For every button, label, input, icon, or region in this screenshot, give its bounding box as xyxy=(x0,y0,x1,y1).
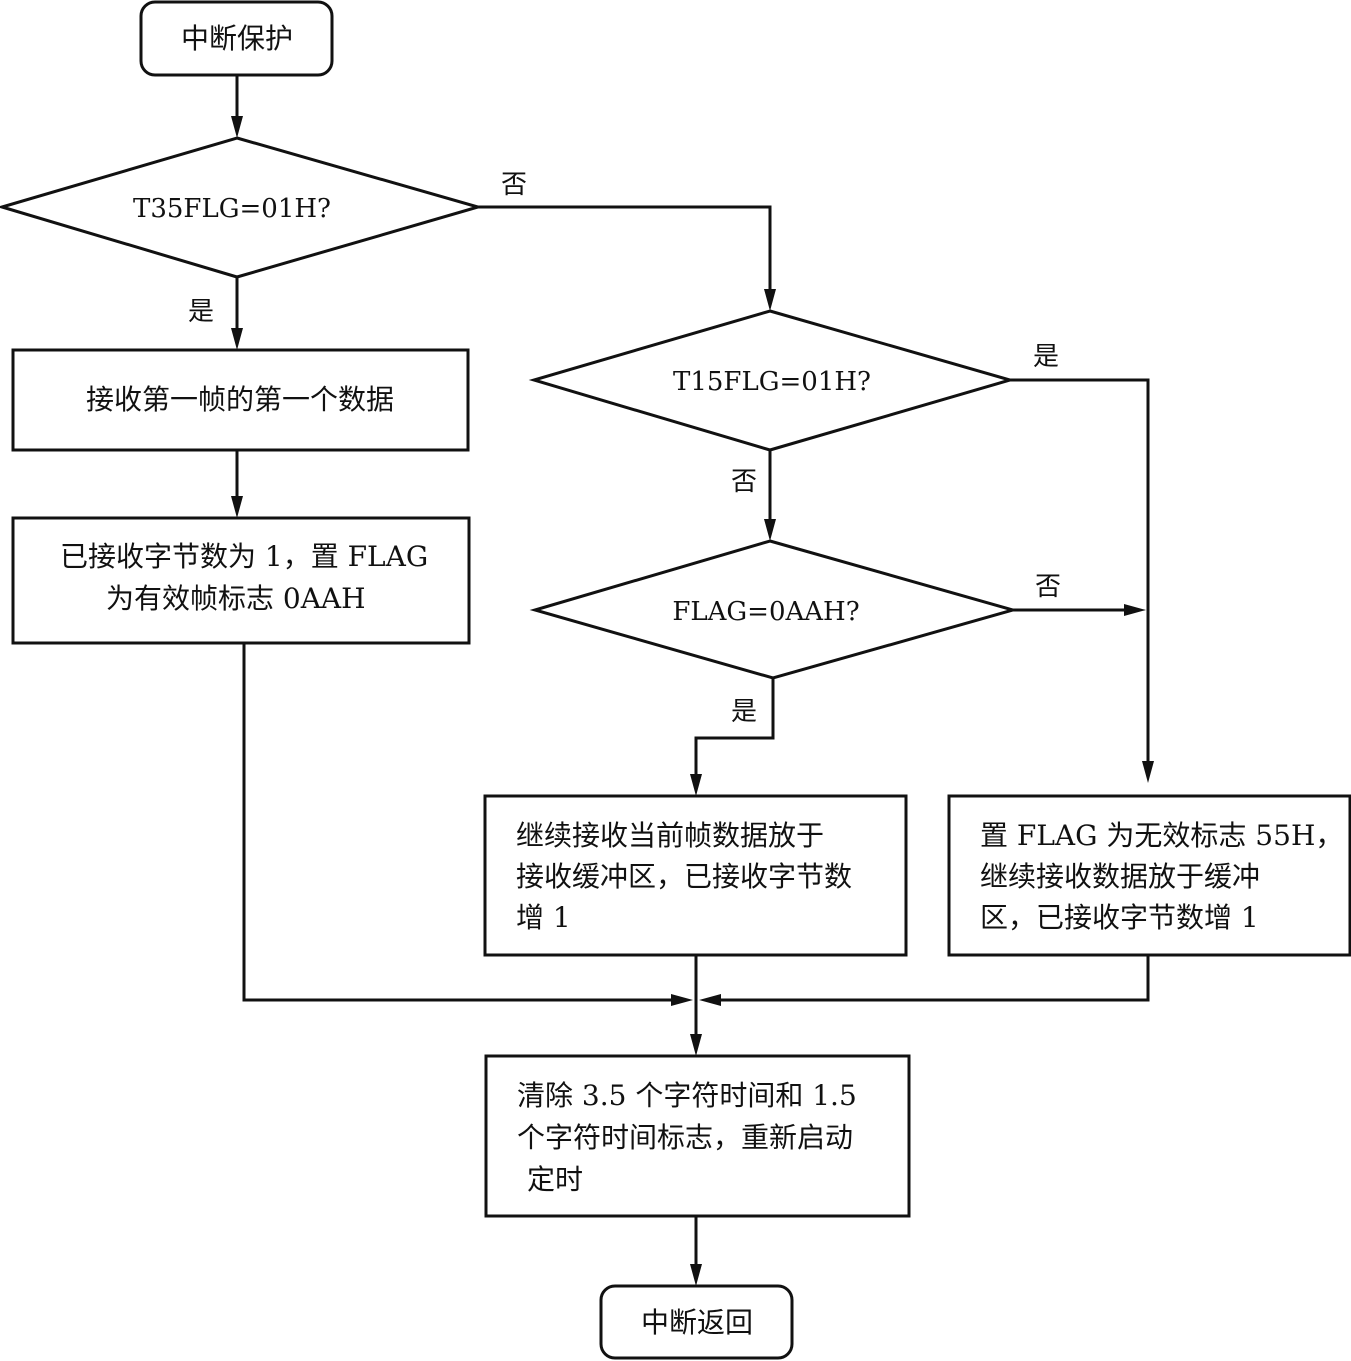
edge-label-t35-no: 否 xyxy=(501,170,527,200)
set-invalid-flag-text-line1: 置 FLAG 为无效标志 55H， xyxy=(980,819,1343,852)
edge-label-t35-yes: 是 xyxy=(188,297,214,327)
continue-receive-text-line3: 增 1 xyxy=(516,901,571,934)
set-invalid-flag-node: 置 FLAG 为无效标志 55H， 继续接收数据放于缓冲 区，已接收字节数增 1 xyxy=(947,794,1351,957)
edge-label-flag-yes: 是 xyxy=(731,697,757,727)
continue-receive-node: 继续接收当前帧数据放于 接收缓冲区，已接收字节数 增 1 xyxy=(483,794,908,957)
decision-t15flg-text: T15FLG=01H? xyxy=(673,367,871,397)
continue-receive-text-line1: 继续接收当前帧数据放于 xyxy=(516,819,824,852)
set-invalid-flag-text-line2: 继续接收数据放于缓冲 xyxy=(980,860,1260,893)
edge-label-flag-no: 否 xyxy=(1035,572,1061,602)
decision-t15flg: T15FLG=01H? xyxy=(528,309,1016,452)
edge-label-t15-no: 否 xyxy=(731,467,757,497)
receive-first-text: 接收第一帧的第一个数据 xyxy=(86,383,394,416)
set-invalid-flag-text-line3: 区，已接收字节数增 1 xyxy=(980,901,1259,934)
decision-t35flg: T35FLG=01H? xyxy=(0,136,484,279)
receive-first-node: 接收第一帧的第一个数据 xyxy=(11,348,470,452)
arrowhead xyxy=(231,328,243,350)
arrowhead xyxy=(690,1264,702,1286)
arrowhead xyxy=(690,774,702,796)
arrowhead xyxy=(1142,761,1154,783)
clear-restart-text-line1: 清除 3.5 个字符时间和 1.5 xyxy=(517,1079,857,1112)
decision-flag: FLAG=0AAH? xyxy=(529,539,1019,680)
decision-t35flg-text: T35FLG=01H? xyxy=(133,194,331,224)
connectors xyxy=(235,75,1150,1268)
arrowhead xyxy=(764,519,776,541)
set-valid-flag-text-line2: 为有效帧标志 0AAH xyxy=(106,582,366,615)
decision-flag-text: FLAG=0AAH? xyxy=(672,597,859,627)
set-valid-flag-text-line1: 已接收字节数为 1，置 FLAG xyxy=(60,540,428,573)
edge-label-t15-yes: 是 xyxy=(1033,342,1059,372)
arrowhead xyxy=(699,994,721,1006)
end-text: 中断返回 xyxy=(641,1306,753,1339)
start-node: 中断保护 xyxy=(139,0,334,77)
end-node: 中断返回 xyxy=(599,1284,794,1360)
arrowhead xyxy=(231,116,243,138)
arrowhead xyxy=(764,289,776,311)
continue-receive-text-line2: 接收缓冲区，已接收字节数 xyxy=(516,860,852,893)
edge-labels: 否 是 是 否 否 是 xyxy=(188,170,1061,727)
clear-restart-text-line3: 定时 xyxy=(527,1163,583,1196)
arrowhead xyxy=(231,496,243,518)
clear-restart-node: 清除 3.5 个字符时间和 1.5 个字符时间标志，重新启动 定时 xyxy=(484,1054,911,1218)
set-valid-flag-node: 已接收字节数为 1，置 FLAG 为有效帧标志 0AAH xyxy=(11,516,471,645)
arrowheads xyxy=(231,116,1154,1286)
arrowhead xyxy=(671,994,693,1006)
arrowhead xyxy=(690,1034,702,1056)
clear-restart-text-line2: 个字符时间标志，重新启动 xyxy=(517,1121,853,1154)
start-text: 中断保护 xyxy=(181,22,293,55)
arrowhead xyxy=(1124,604,1146,616)
